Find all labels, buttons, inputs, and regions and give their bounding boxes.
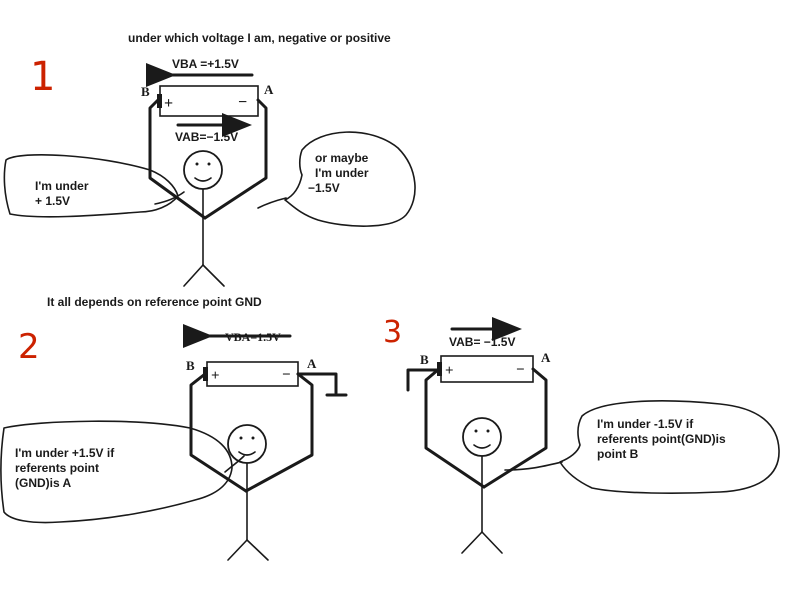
panel1-minus: − bbox=[238, 94, 247, 111]
panel1-bubble-right-tail bbox=[257, 197, 287, 209]
panel3-bubble-line3: point B bbox=[597, 447, 639, 461]
panel3-gnd-wire bbox=[406, 368, 441, 392]
panel3-number: 3 bbox=[383, 315, 402, 350]
page-title: under which voltage I am, negative or po… bbox=[128, 31, 391, 45]
panel2-vba-label: VBA=1.5V bbox=[225, 330, 281, 344]
panel1-plus: + bbox=[164, 95, 173, 112]
panel1-bubble-right-line2: I'm under bbox=[315, 166, 369, 180]
panel1-bubble-left-tail bbox=[154, 191, 185, 205]
panel2-bubble-line2: referents point bbox=[15, 461, 99, 475]
panel1-wire-left bbox=[148, 98, 207, 220]
panel3-bubble bbox=[559, 400, 780, 494]
panel2-label-a: A bbox=[307, 356, 317, 371]
panel1-label-b: B bbox=[141, 84, 150, 99]
panel3-label-a: A bbox=[541, 350, 551, 365]
panel1-vba-label: VBA =+1.5V bbox=[172, 57, 239, 71]
panel1-wire-right bbox=[203, 98, 268, 220]
panel1-bubble-left-line2: + 1.5V bbox=[35, 194, 70, 208]
panel2-wire-right bbox=[244, 372, 314, 493]
panel3-wire-right bbox=[482, 367, 548, 489]
panel3-plus: + bbox=[445, 363, 454, 379]
middle-caption: It all depends on reference point GND bbox=[47, 295, 262, 309]
panel1-vab-label: VAB=−1.5V bbox=[175, 130, 238, 144]
panel1-stick-figure bbox=[183, 150, 225, 287]
panel3-label-b: B bbox=[420, 352, 429, 367]
panel2-label-b: B bbox=[186, 358, 195, 373]
panel1-label-a: A bbox=[264, 82, 274, 97]
panel1-number: 1 bbox=[30, 54, 55, 100]
panel3-bubble-line1: I'm under -1.5V if bbox=[597, 417, 694, 431]
panel2-battery bbox=[206, 361, 299, 387]
panel1-bubble-left bbox=[3, 154, 179, 218]
panel2-wire-left bbox=[189, 372, 248, 493]
panel1-battery-terminal bbox=[157, 94, 162, 108]
panel2-stick-figure bbox=[227, 424, 269, 561]
panel2-bubble bbox=[0, 420, 233, 524]
panel2-bubble-line1: I'm under +1.5V if bbox=[15, 446, 115, 460]
panel3-bubble-tail bbox=[504, 461, 563, 471]
panel1-bubble-left-line1: I'm under bbox=[35, 179, 89, 193]
panel3-bubble-line2: referents point(GND)is bbox=[597, 432, 726, 446]
panel2-plus: + bbox=[211, 368, 220, 384]
panel2-bubble-tail bbox=[224, 455, 245, 473]
panel2-number: 2 bbox=[18, 327, 40, 367]
panel2-gnd-wire bbox=[296, 372, 338, 395]
panel2-bubble-line3: (GND)is A bbox=[15, 476, 72, 490]
panel3-wire-left bbox=[424, 367, 486, 489]
panel3-stick-figure bbox=[461, 417, 503, 554]
panel1-bubble-right-line3: −1.5V bbox=[308, 181, 340, 195]
panel3-minus: − bbox=[516, 362, 525, 378]
panel1-bubble-right-line1: or maybe bbox=[315, 151, 369, 165]
panel2-minus: − bbox=[282, 367, 291, 383]
panel3-vab-label: VAB= −1.5V bbox=[449, 335, 515, 349]
panel1-bubble-right bbox=[284, 131, 416, 227]
